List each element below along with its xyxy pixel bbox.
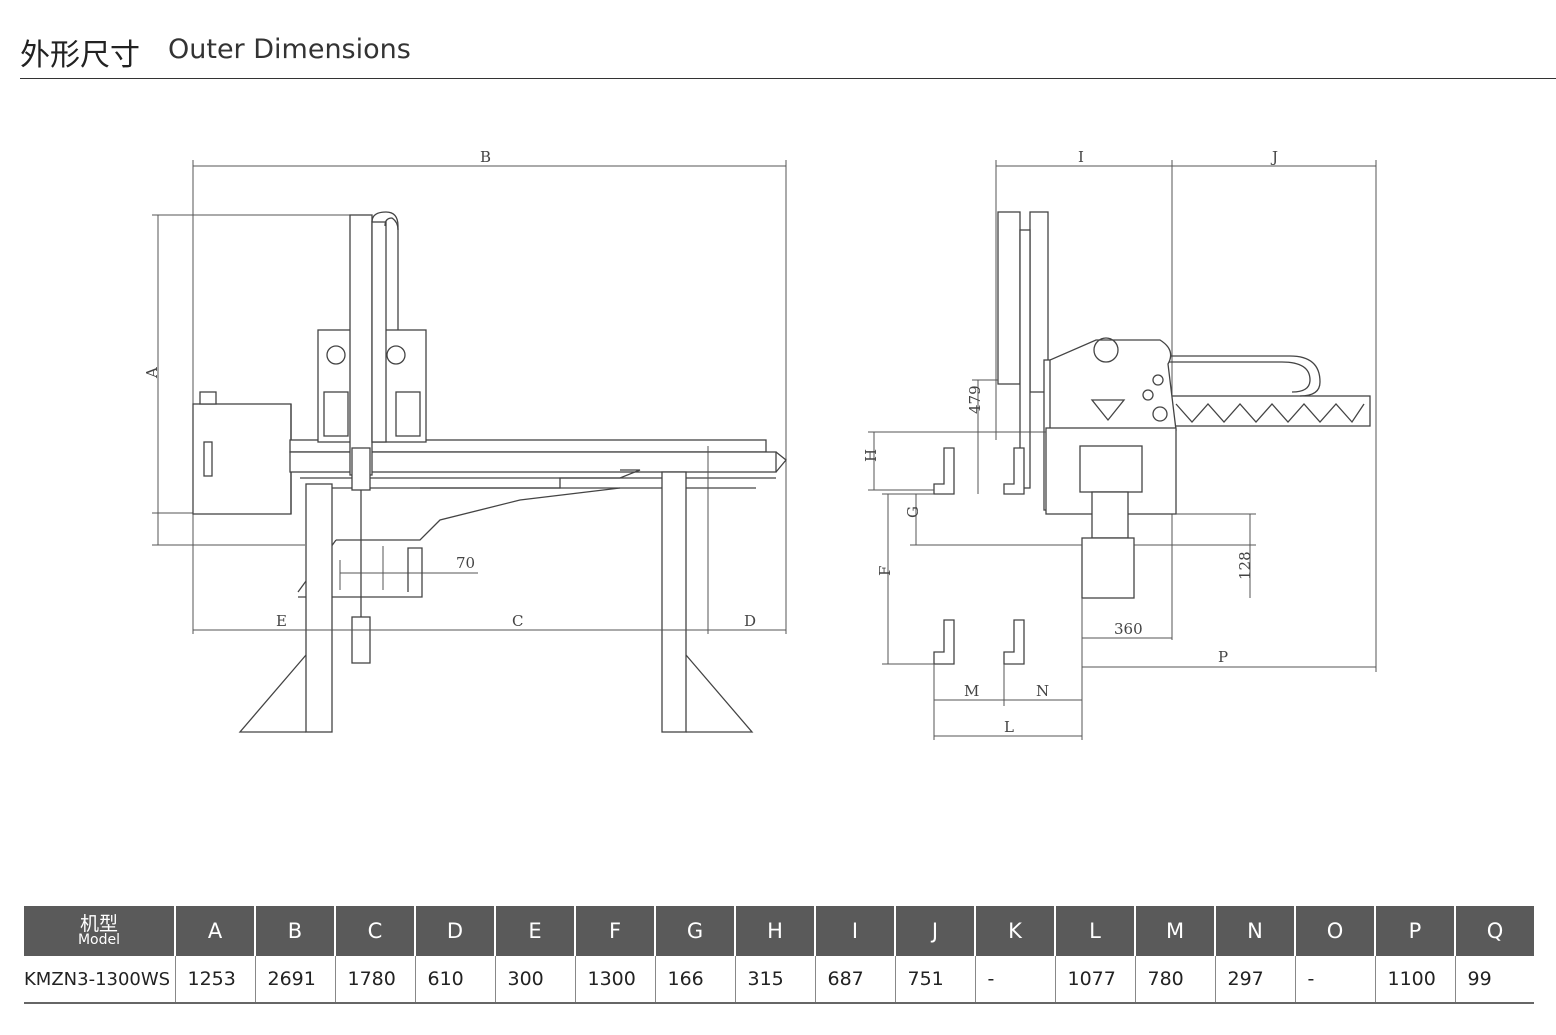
page-title-zh: 外形尺寸	[20, 38, 140, 73]
left-leg	[305, 483, 333, 733]
label-D: D	[744, 612, 756, 630]
label-J: J	[1270, 148, 1278, 166]
label-P: P	[1218, 648, 1228, 666]
label-I: I	[1078, 148, 1084, 166]
label-L: L	[1004, 718, 1014, 736]
table-header: B	[254, 906, 335, 956]
table-cell-model: KMZN3-1300WS	[24, 956, 175, 1004]
front-view: B A 70	[143, 148, 787, 733]
right-leg	[661, 471, 687, 733]
label-N: N	[1036, 682, 1049, 700]
table-header: P	[1374, 906, 1455, 956]
table-header: G	[654, 906, 735, 956]
table-cell: 166	[654, 956, 735, 1004]
table-header-row: 机型 Model A B C D E F G H I J K L M N O P…	[24, 906, 1534, 956]
table-cell: 297	[1214, 956, 1295, 1004]
label-G: G	[904, 506, 922, 518]
page-header: 外形尺寸 Outer Dimensions	[20, 26, 1556, 79]
clamp-lower-left	[933, 619, 955, 665]
table-header: O	[1294, 906, 1375, 956]
table-header: L	[1054, 906, 1135, 956]
table-header: E	[494, 906, 575, 956]
side-view: I J H F	[862, 148, 1377, 740]
specification-table: 机型 Model A B C D E F G H I J K L M N O P…	[24, 906, 1534, 1004]
label-C: C	[512, 612, 523, 630]
table-cell: 1077	[1054, 956, 1135, 1004]
label-70: 70	[456, 554, 475, 572]
label-360: 360	[1114, 620, 1143, 638]
label-B: B	[480, 148, 491, 166]
table-cell: 687	[814, 956, 895, 1004]
dimension-drawing: B A 70	[143, 148, 1377, 740]
label-M: M	[964, 682, 979, 700]
table-cell: 1100	[1374, 956, 1455, 1004]
table-cell: -	[1294, 956, 1375, 1004]
truss-beam	[1169, 395, 1371, 427]
table-cell: 300	[494, 956, 575, 1004]
table-cell: 315	[734, 956, 815, 1004]
table-header-model: 机型 Model	[24, 906, 175, 956]
table-header: K	[974, 906, 1055, 956]
gripper-head	[1081, 537, 1135, 599]
table-header: M	[1134, 906, 1215, 956]
table-cell: 780	[1134, 956, 1215, 1004]
table-header: J	[894, 906, 975, 956]
label-479: 479	[966, 385, 984, 414]
table-header: F	[574, 906, 655, 956]
table-cell: 1780	[334, 956, 415, 1004]
label-A: A	[143, 367, 161, 379]
clamp-upper-left	[933, 447, 955, 495]
table-cell: 99	[1454, 956, 1534, 1004]
label-H: H	[862, 449, 880, 462]
table-header: H	[734, 906, 815, 956]
table-header: Q	[1454, 906, 1534, 956]
label-F: F	[876, 566, 894, 576]
table-header: D	[414, 906, 495, 956]
side-arm-column	[997, 211, 1021, 385]
table-cell: 1253	[174, 956, 255, 1004]
table-cell: 751	[894, 956, 975, 1004]
table-cell: 610	[414, 956, 495, 1004]
table-header: N	[1214, 906, 1295, 956]
page-title-en: Outer Dimensions	[168, 34, 411, 65]
table-cell: 1300	[574, 956, 655, 1004]
table-cell: 2691	[254, 956, 335, 1004]
table-header: A	[174, 906, 255, 956]
table-row: KMZN3-1300WS 1253 2691 1780 610 300 1300…	[24, 956, 1534, 1004]
label-E: E	[276, 612, 287, 630]
label-128: 128	[1236, 551, 1254, 580]
vertical-arm	[349, 214, 373, 476]
table-cell: -	[974, 956, 1055, 1004]
table-header: C	[334, 906, 415, 956]
table-header: I	[814, 906, 895, 956]
